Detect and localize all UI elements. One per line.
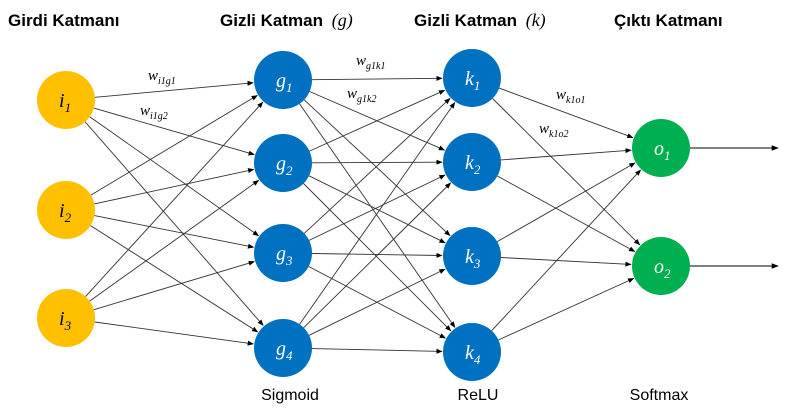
node-circle-g4 — [254, 319, 312, 377]
edge-input3-to-hidden11 — [85, 101, 264, 297]
edge-hidden12-to-hidden24 — [303, 183, 452, 332]
weight-label-i1g1: wi1g1 — [148, 68, 176, 87]
node-k4: k4 — [443, 323, 501, 381]
node-circle-g2 — [254, 134, 312, 192]
edge-hidden14-to-hidden23 — [308, 268, 446, 336]
network-nodes: i1 i2 i3 g1 g2 g3 g4 k1 k2 k3 k4 o1 o2 — [37, 49, 690, 381]
edge-input1-to-hidden13 — [89, 116, 260, 237]
weight-label-i1g2: wi1g2 — [140, 103, 168, 122]
node-circle-i2 — [37, 181, 95, 239]
weight-label-k1o2: wk1o2 — [539, 121, 568, 140]
edge-hidden22-to-output2 — [497, 175, 636, 252]
edge-hidden24-to-output1 — [491, 169, 642, 332]
edge-hidden23-to-output2 — [500, 257, 632, 267]
edge-hidden11-to-hidden23 — [303, 99, 451, 237]
node-label-i3: i3 — [59, 308, 72, 333]
node-circle-g1 — [254, 51, 312, 109]
node-label-i2: i2 — [59, 200, 72, 225]
node-label-k2: k2 — [465, 152, 481, 177]
node-o2: o2 — [632, 237, 690, 295]
node-k2: k2 — [443, 133, 501, 191]
node-circle-i1 — [37, 71, 95, 129]
edge-hidden14-to-hidden21 — [299, 102, 456, 325]
edge-hidden14-to-hidden22 — [303, 182, 452, 329]
edge-input2-to-hidden11 — [90, 95, 258, 196]
node-o1: o1 — [632, 119, 690, 177]
edge-input1-to-hidden11 — [94, 80, 254, 98]
node-label-k4: k4 — [465, 342, 481, 367]
node-circle-i3 — [37, 289, 95, 347]
weight-label-k1o1: wk1o1 — [556, 87, 585, 106]
node-circle-o2 — [632, 237, 690, 295]
hidden-layer-g-header: Gizli Katman (g) — [220, 10, 353, 31]
node-k1: k1 — [443, 49, 501, 107]
edge-hidden13-to-hidden21 — [303, 97, 451, 234]
edge-hidden13-to-hidden23 — [311, 252, 443, 258]
edge-input2-to-hidden14 — [90, 225, 259, 333]
node-circle-k4 — [443, 323, 501, 381]
hidden-layer-k-title: Gizli Katman — [414, 11, 517, 30]
node-label-o2: o2 — [654, 256, 671, 281]
node-label-g3: g3 — [276, 243, 293, 268]
node-circle-k2 — [443, 133, 501, 191]
output-layer-title: Çıktı Katmanı — [614, 11, 723, 30]
edge-input3-to-hidden12 — [89, 180, 260, 302]
weight-label-g1k2: wg1k2 — [347, 86, 376, 105]
edge-hidden24-to-output2 — [498, 277, 635, 341]
activation-label-relu: ReLU — [458, 387, 499, 404]
node-i2: i2 — [37, 181, 95, 239]
edge-hidden22-to-output1 — [500, 148, 632, 161]
node-label-k3: k3 — [465, 246, 481, 271]
edge-hidden14-to-hidden24 — [311, 348, 443, 354]
node-label-g1: g1 — [276, 70, 293, 95]
node-circle-k3 — [443, 227, 501, 285]
hidden-layer-g-title: Gizli Katman — [220, 11, 323, 30]
output-layer-header: Çıktı Katmanı — [614, 11, 723, 30]
edge-hidden21-to-output2 — [492, 98, 641, 246]
activation-label-sigmoid: Sigmoid — [261, 387, 319, 404]
weight-label-g1k1: wg1k1 — [356, 53, 385, 72]
node-g4: g4 — [254, 319, 312, 377]
activation-label-softmax: Softmax — [630, 387, 689, 404]
edge-input1-to-hidden14 — [84, 121, 264, 326]
edge-hidden12-to-hidden23 — [308, 175, 446, 244]
edge-hidden11-to-hidden21 — [311, 75, 443, 81]
node-circle-g3 — [254, 224, 312, 282]
node-circle-k1 — [443, 49, 501, 107]
node-g2: g2 — [254, 134, 312, 192]
edge-input3-to-hidden13 — [93, 260, 255, 311]
output-arrows — [690, 145, 779, 269]
input-layer-header: Girdi Katmanı — [8, 11, 119, 30]
node-k3: k3 — [443, 227, 501, 285]
connection-lines — [84, 75, 642, 354]
node-circle-o1 — [632, 119, 690, 177]
node-i1: i1 — [37, 71, 95, 129]
node-label-k1: k1 — [465, 68, 480, 93]
input-layer-title: Girdi Katmanı — [8, 11, 119, 30]
edge-hidden11-to-hidden24 — [299, 103, 456, 328]
edge-input1-to-hidden12 — [93, 107, 255, 156]
hidden-layer-k-header: Gizli Katman (k) — [414, 10, 546, 31]
hidden-layer-g-variable: (g) — [332, 10, 353, 31]
node-label-i1: i1 — [59, 90, 71, 115]
node-label-g4: g4 — [276, 338, 293, 363]
edge-hidden12-to-hidden22 — [311, 159, 443, 165]
node-g1: g1 — [254, 51, 312, 109]
node-g3: g3 — [254, 224, 312, 282]
hidden-layer-k-variable: (k) — [526, 10, 546, 31]
edge-hidden21-to-output1 — [499, 87, 634, 139]
edge-hidden23-to-output1 — [496, 162, 636, 242]
edge-hidden12-to-hidden21 — [309, 89, 446, 152]
node-label-o1: o1 — [654, 138, 671, 163]
node-i3: i3 — [37, 289, 95, 347]
edge-input2-to-hidden12 — [94, 168, 255, 205]
edge-input2-to-hidden13 — [94, 215, 255, 249]
node-label-g2: g2 — [276, 153, 293, 178]
edge-input3-to-hidden14 — [94, 321, 254, 346]
edge-hidden13-to-hidden22 — [308, 174, 446, 241]
